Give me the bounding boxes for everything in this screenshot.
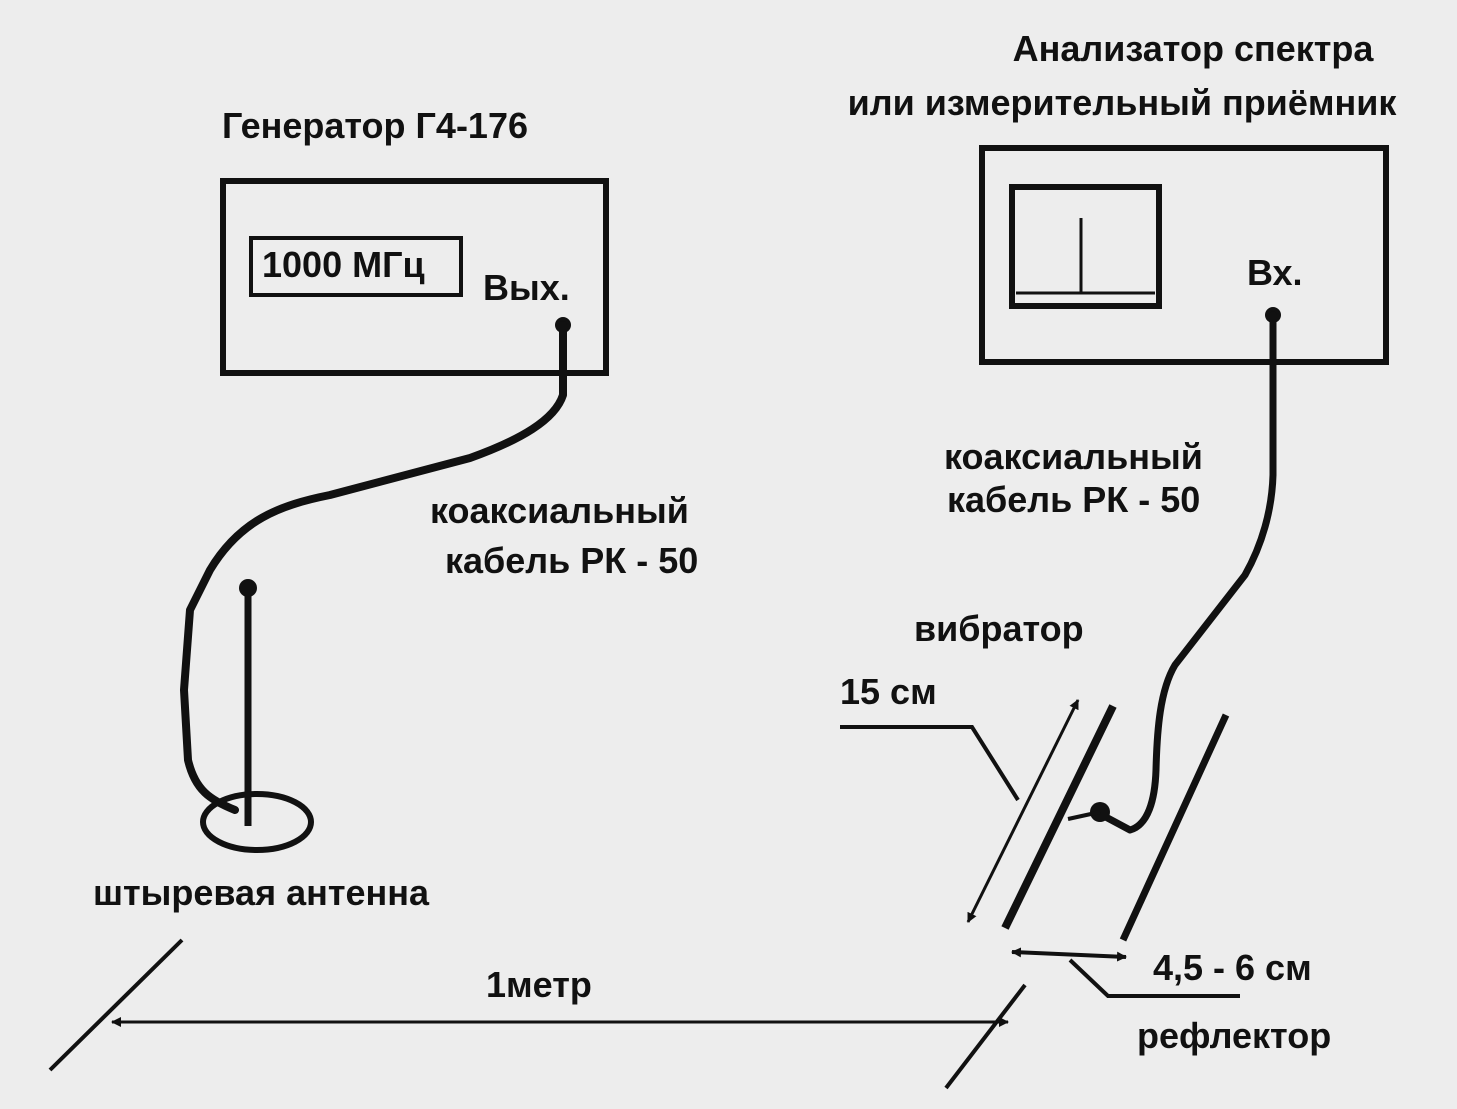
- left-cable-label-line2: кабель РК - 50: [445, 540, 699, 581]
- right-coax-cable: [1098, 311, 1277, 834]
- vibrator-label: вибратор: [914, 608, 1084, 649]
- generator-box: [220, 178, 609, 376]
- reflector-label: рефлектор: [1137, 1015, 1332, 1056]
- distance-label: 1метр: [486, 964, 592, 1005]
- analyzer-title-line2: или измерительный приёмник: [847, 82, 1397, 123]
- left-cable-label-line1: коаксиальный: [430, 490, 689, 531]
- reflector-element: [1119, 713, 1230, 942]
- vibrator-length-leader: [840, 725, 1020, 802]
- whip-antenna-tip: [239, 579, 257, 597]
- spacing-arrow: [1011, 947, 1127, 962]
- whip-antenna-label: штыревая антенна: [93, 872, 430, 913]
- vibrator-length-label: 15 см: [840, 671, 937, 712]
- analyzer-title-line1: Анализатор спектра: [1012, 28, 1374, 69]
- vibrator-length-arrow: [966, 699, 1080, 923]
- antenna-base: [200, 791, 314, 853]
- right-cable-label-line1: коаксиальный: [944, 436, 1203, 477]
- analyzer-box: [979, 145, 1389, 365]
- reflector-leader: [1068, 958, 1240, 998]
- generator-output-label: Вых.: [483, 267, 570, 308]
- frequency-display-text: 1000 МГц: [262, 244, 425, 285]
- left-coax-cable: [180, 321, 567, 814]
- frequency-display-frame: [249, 236, 463, 297]
- spacing-label: 4,5 - 6 см: [1153, 947, 1312, 988]
- distance-tick-right: [944, 983, 1027, 1090]
- right-cable-label-line2: кабель РК - 50: [947, 479, 1201, 520]
- analyzer-input-label: Вх.: [1247, 252, 1303, 293]
- generator-title: Генератор Г4-176: [222, 105, 528, 146]
- distance-tick-left: [48, 938, 184, 1072]
- analyzer-screen: [1009, 184, 1162, 309]
